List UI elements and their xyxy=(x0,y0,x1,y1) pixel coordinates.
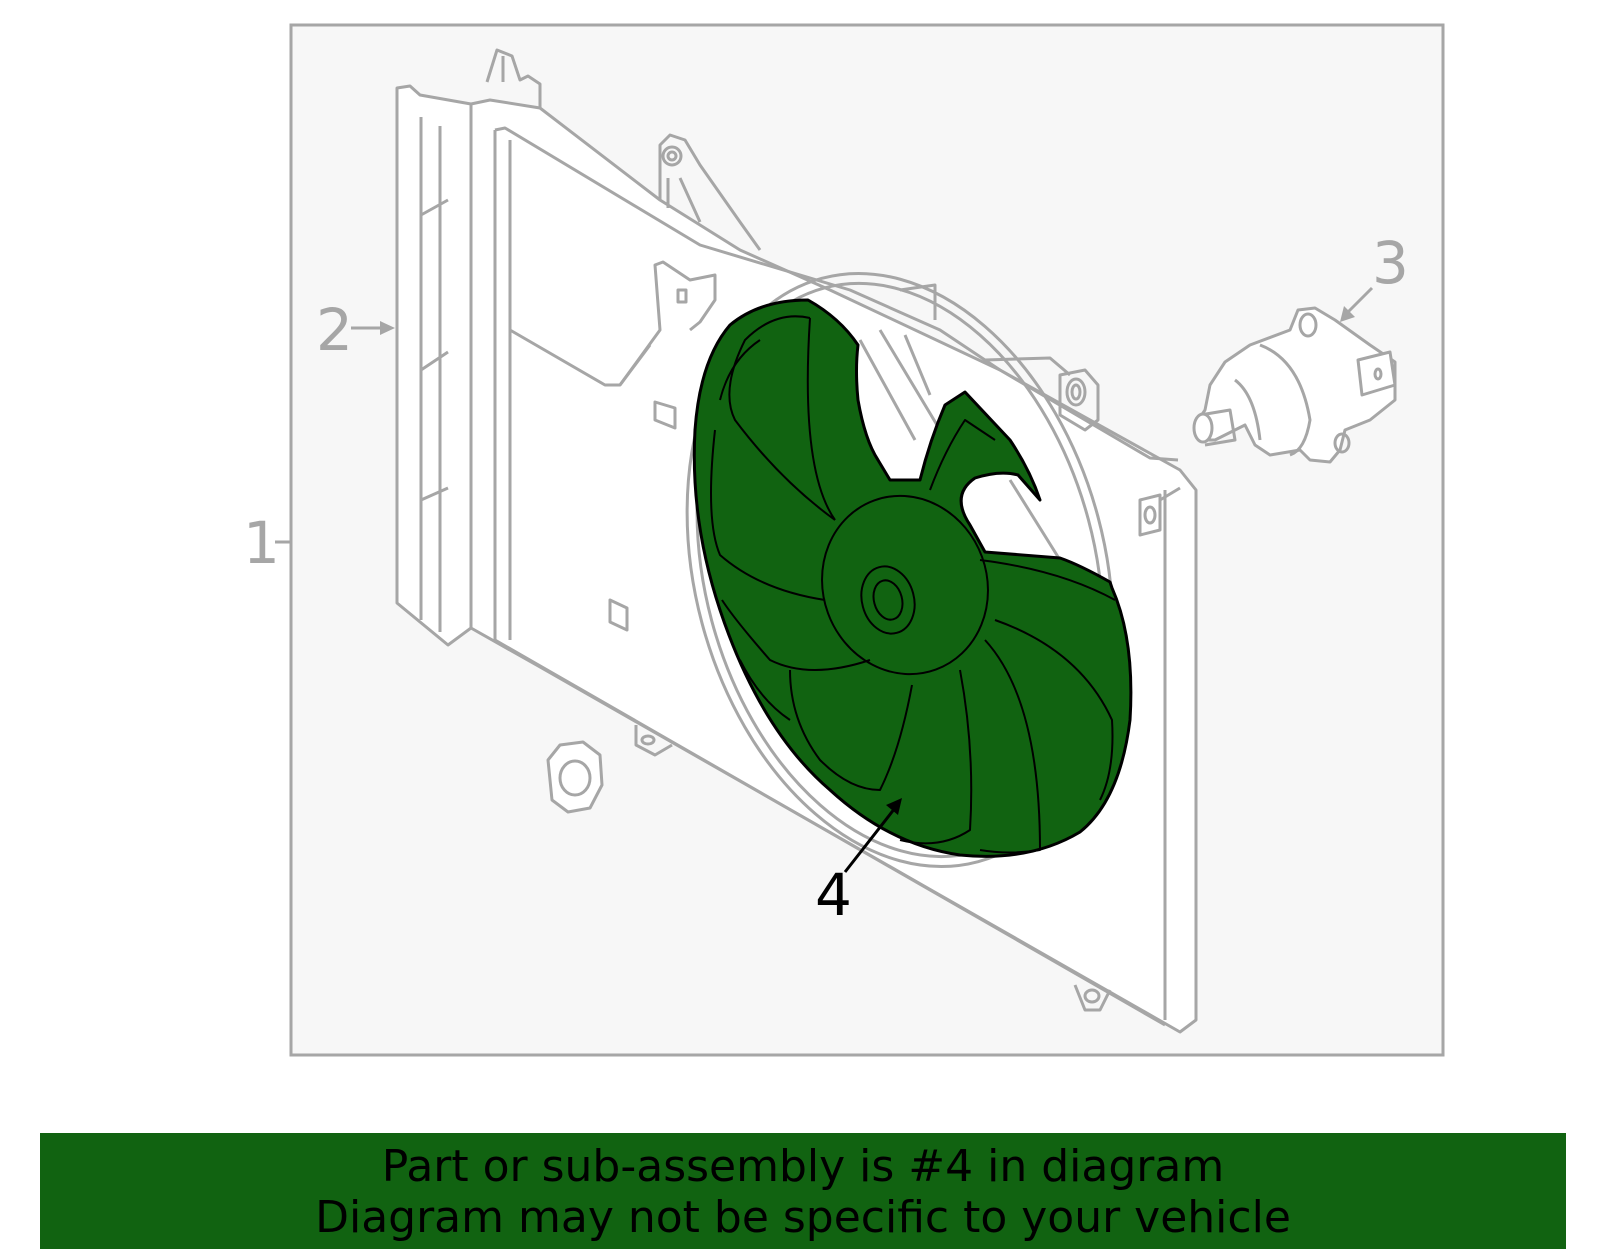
leader-3 xyxy=(1346,286,1374,314)
callout-3: 3 xyxy=(1372,229,1409,297)
callout-2: 2 xyxy=(316,296,353,364)
banner-line-2: Diagram may not be specific to your vehi… xyxy=(315,1192,1291,1243)
arrowhead-4 xyxy=(886,798,902,815)
arrowhead-2 xyxy=(380,321,395,335)
info-banner: Part or sub-assembly is #4 in diagram Di… xyxy=(40,1133,1566,1249)
parts-diagram: 1 2 3 4 xyxy=(243,23,1445,1057)
arrowhead-3 xyxy=(1340,306,1355,322)
banner-line-1: Part or sub-assembly is #4 in diagram xyxy=(381,1141,1225,1192)
fan-blade-icon[interactable] xyxy=(692,298,1133,858)
hex-nut-icon[interactable] xyxy=(546,740,604,814)
leader-4 xyxy=(843,807,897,873)
fan-motor-icon[interactable] xyxy=(1192,306,1397,464)
callout-1: 1 xyxy=(243,509,280,577)
